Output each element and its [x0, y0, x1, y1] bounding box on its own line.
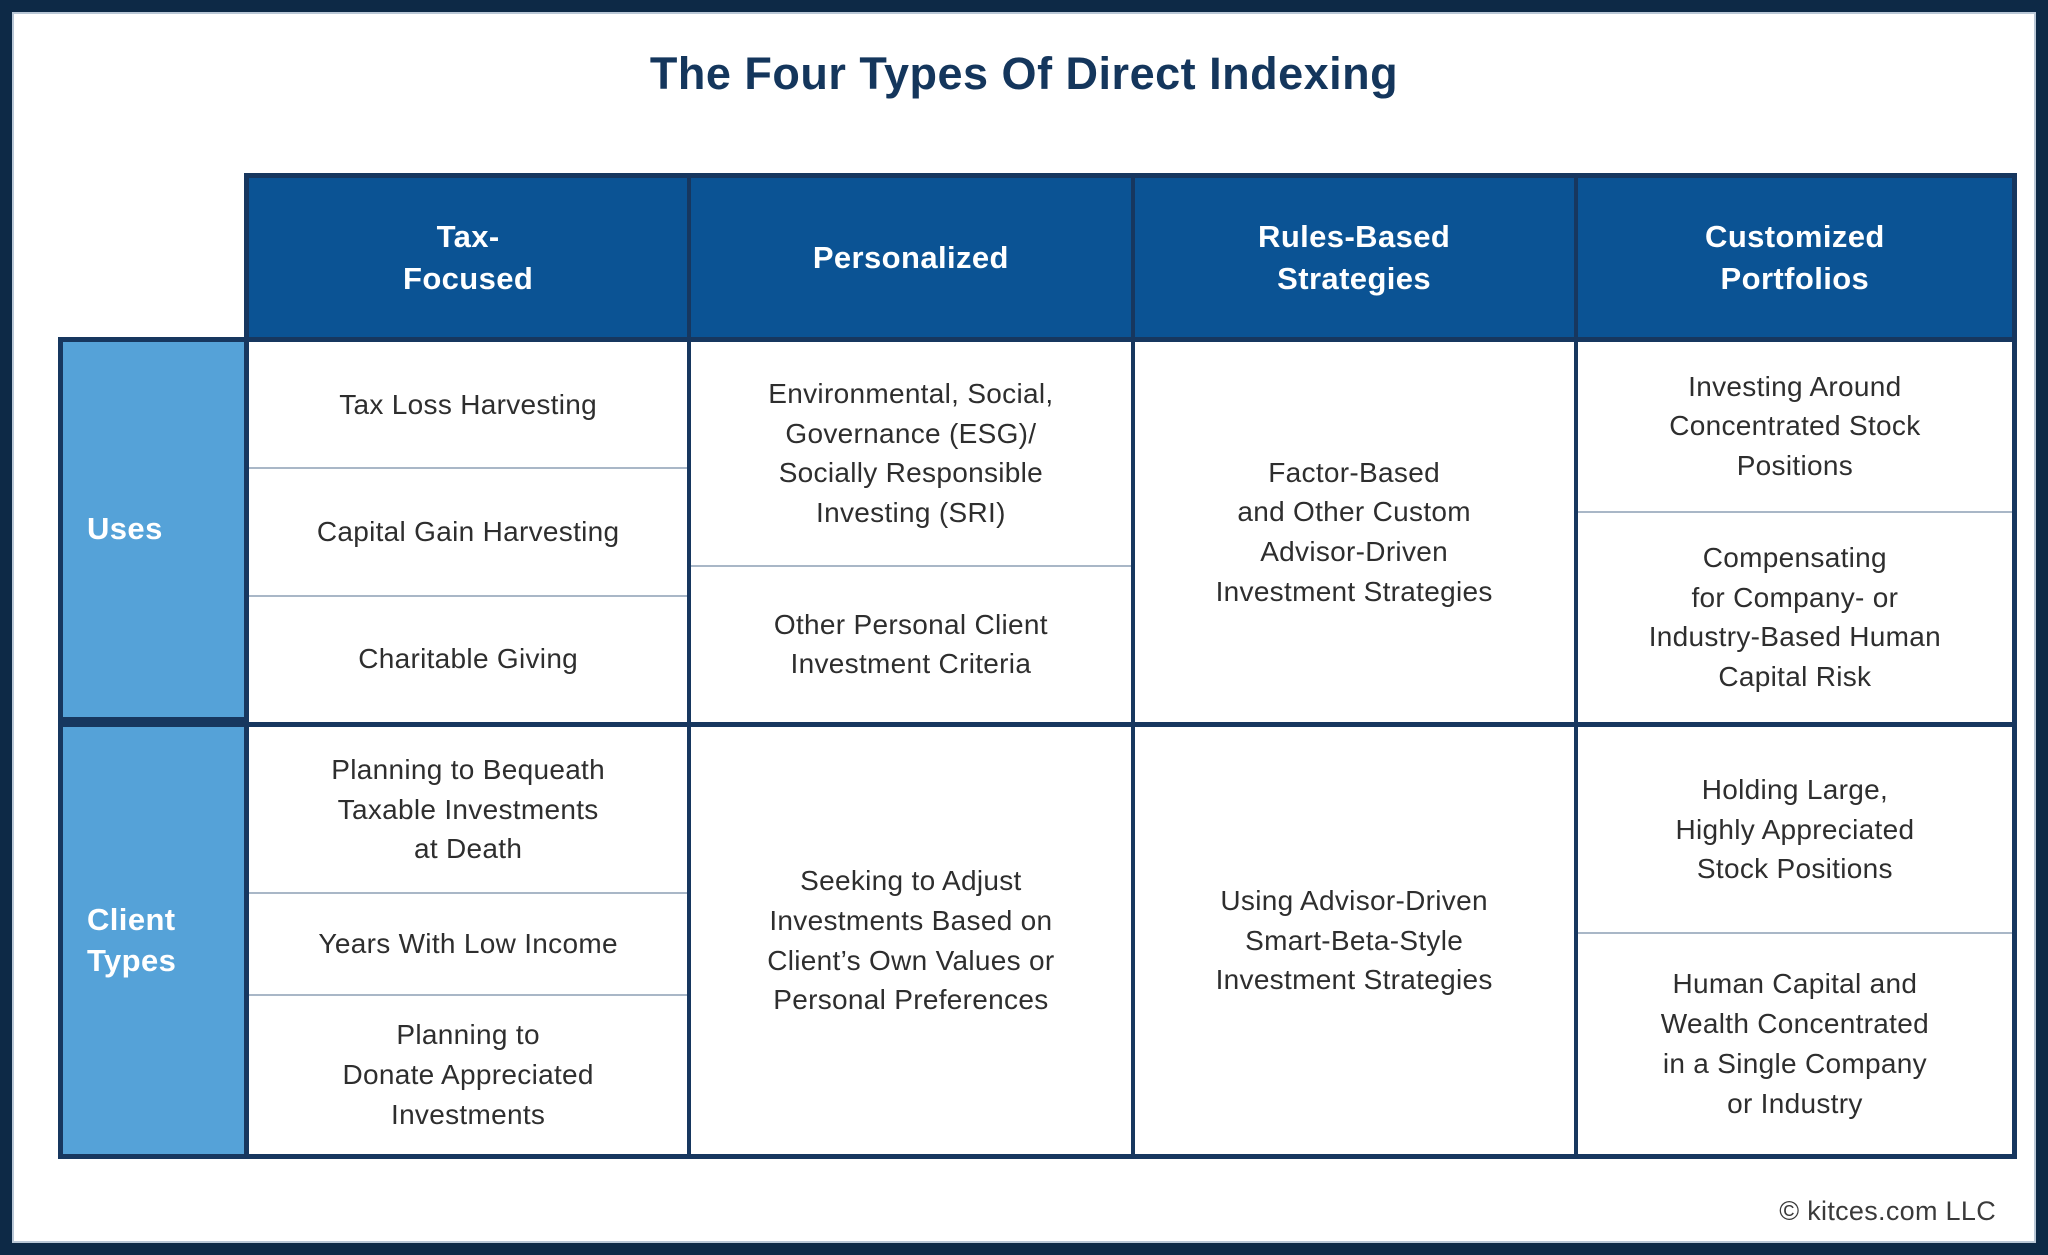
uses-personalized-stack: Environmental, Social, Governance (ESG)/…: [687, 337, 1131, 722]
cell-client-bequeath-at-death: Planning to Bequeath Taxable Investments…: [331, 753, 606, 865]
client-types-personalized-stack: Seeking to Adjust Investments Based on C…: [687, 722, 1131, 1159]
cell-client-appreciated-positions: Holding Large, Highly Appreciated Stock …: [1675, 773, 1915, 885]
copyright-notice: © kitces.com LLC: [1779, 1196, 1996, 1226]
direct-indexing-table: Tax- Focused Personalized Rules-Based St…: [58, 173, 2017, 1159]
cell-client-adjust-to-values: Seeking to Adjust Investments Based on C…: [767, 865, 1055, 1016]
cell-uses-human-capital-risk: Compensating for Company- or Industry-Ba…: [1577, 510, 2012, 722]
uses-customized-stack: Investing Around Concentrated Stock Posi…: [1573, 337, 2017, 722]
row-header-client-types: Client Types: [58, 722, 244, 1159]
table-corner-spacer: [58, 173, 244, 337]
client-types-tax-focused-stack: Planning to Bequeath Taxable Investments…: [244, 722, 688, 1159]
cell-uses-capital-gain-harvesting: Capital Gain Harvesting: [249, 467, 688, 594]
client-types-rules-based-stack: Using Advisor-Driven Smart-Beta-Style In…: [1130, 722, 1574, 1159]
cell-uses-concentrated-stock: Investing Around Concentrated Stock Posi…: [1669, 370, 1921, 482]
uses-tax-focused-stack: Tax Loss Harvesting Capital Gain Harvest…: [244, 337, 688, 722]
uses-rules-based-stack: Factor-Based and Other Custom Advisor-Dr…: [1130, 337, 1574, 722]
cell-client-smart-beta: Using Advisor-Driven Smart-Beta-Style In…: [1215, 884, 1493, 996]
page-title: The Four Types Of Direct Indexing: [649, 48, 1399, 99]
row-header-uses: Uses: [58, 337, 244, 722]
cell-client-donate-appreciated: Planning to Donate Appreciated Investmen…: [249, 994, 688, 1154]
column-header-tax-focused: Tax- Focused: [244, 173, 688, 337]
cell-uses-other-personal-criteria: Other Personal Client Investment Criteri…: [691, 564, 1131, 722]
client-types-customized-stack: Holding Large, Highly Appreciated Stock …: [1573, 722, 2017, 1159]
cell-uses-esg-sri: Environmental, Social, Governance (ESG)/…: [768, 377, 1054, 529]
column-header-customized-portfolios: Customized Portfolios: [1573, 173, 2017, 337]
cell-client-single-company-concentration: Human Capital and Wealth Concentrated in…: [1577, 931, 2012, 1154]
cell-uses-charitable-giving: Charitable Giving: [249, 594, 688, 722]
column-header-personalized: Personalized: [687, 173, 1131, 337]
column-header-rules-based-strategies: Rules-Based Strategies: [1130, 173, 1574, 337]
cell-uses-tax-loss-harvesting: Tax Loss Harvesting: [339, 388, 598, 420]
cell-client-low-income-years: Years With Low Income: [249, 892, 688, 994]
cell-uses-factor-based: Factor-Based and Other Custom Advisor-Dr…: [1215, 456, 1493, 607]
